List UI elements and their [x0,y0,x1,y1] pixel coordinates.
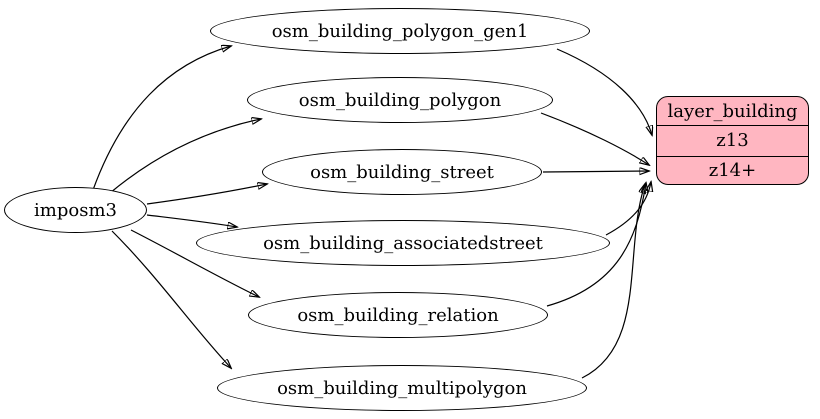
edge-imposm3-to-osm-building-polygon [109,119,261,194]
edge-osm-building-street-to-z14 [542,171,649,172]
node-osm-building-associatedstreet: osm_building_associatedstreet [196,220,610,266]
node-imposm3-label: imposm3 [34,199,117,221]
edge-imposm3-to-osm-building-polygon-gen1 [92,46,231,191]
edge-imposm3-to-osm-building-relation [130,229,259,297]
edge-osm-building-multipolygon-to-z14 [581,184,645,379]
edge-osm-building-relation-to-z14 [546,183,646,307]
node-layer-building: layer_building z13 z14+ [656,96,809,185]
node-osm-building-multipolygon-label: osm_building_multipolygon [277,377,527,399]
node-osm-building-street: osm_building_street [262,149,542,195]
node-osm-building-polygon-gen1: osm_building_polygon_gen1 [210,8,590,54]
node-imposm3: imposm3 [4,187,147,233]
layer-building-row-z13: z13 [657,125,808,155]
layer-building-title: layer_building [667,100,798,122]
layer-building-title-row: layer_building [657,97,808,125]
node-osm-building-polygon: osm_building_polygon [247,77,553,123]
node-osm-building-associatedstreet-label: osm_building_associatedstreet [263,232,543,254]
layer-building-z14-label: z14+ [708,159,757,181]
edge-osm-building-polygon-to-z14 [540,112,649,165]
node-osm-building-street-label: osm_building_street [310,161,494,183]
node-osm-building-relation-label: osm_building_relation [297,304,499,326]
edge-imposm3-to-osm-building-associatedstreet [146,214,237,227]
node-osm-building-polygon-label: osm_building_polygon [298,89,502,111]
layer-building-row-z14: z14+ [657,155,808,184]
edge-imposm3-to-osm-building-multipolygon [111,230,231,368]
edge-imposm3-to-osm-building-street [146,184,267,205]
node-osm-building-multipolygon: osm_building_multipolygon [217,365,587,411]
edge-osm-building-associatedstreet-to-z14 [605,182,651,236]
layer-building-z13-label: z13 [716,130,749,152]
edge-osm-building-polygon-gen1-to-z13 [556,48,652,135]
node-osm-building-polygon-gen1-label: osm_building_polygon_gen1 [271,20,529,42]
node-osm-building-relation: osm_building_relation [248,292,548,338]
